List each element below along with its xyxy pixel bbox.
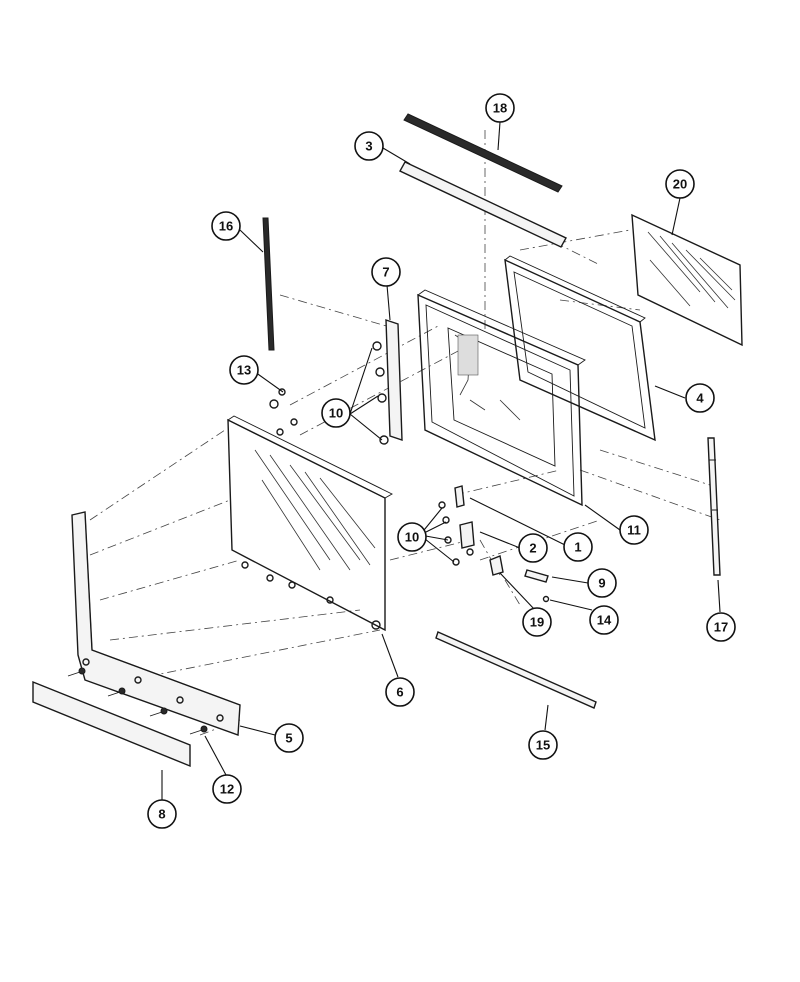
svg-text:16: 16 xyxy=(219,219,233,234)
callout-6: 6 xyxy=(385,677,415,707)
hinge-hardware xyxy=(438,485,550,603)
callout-16: 16 xyxy=(211,211,241,241)
svg-text:10: 10 xyxy=(329,406,343,421)
alignment-lines xyxy=(89,130,721,736)
callout-1: 1 xyxy=(563,532,593,562)
svg-text:5: 5 xyxy=(285,731,292,746)
callout-15: 15 xyxy=(528,730,558,760)
part-3-insulation-strip xyxy=(399,161,567,248)
svg-text:12: 12 xyxy=(220,782,234,797)
svg-text:8: 8 xyxy=(158,807,165,822)
svg-text:6: 6 xyxy=(396,685,403,700)
callout-13: 13 xyxy=(229,355,259,385)
leader-lines xyxy=(161,121,721,800)
callout-8: 8 xyxy=(147,799,177,829)
callout-2: 2 xyxy=(518,533,548,563)
svg-text:14: 14 xyxy=(597,613,612,628)
svg-text:18: 18 xyxy=(493,101,507,116)
part-18-top-trim xyxy=(403,113,563,193)
callout-10-lower: 10 xyxy=(397,522,427,552)
callout-5: 5 xyxy=(274,723,304,753)
svg-text:7: 7 xyxy=(382,265,389,280)
callout-11: 11 xyxy=(619,515,649,545)
svg-text:20: 20 xyxy=(673,177,687,192)
part-8-bottom-trim xyxy=(32,680,191,768)
callout-10-upper: 10 xyxy=(321,398,351,428)
svg-text:3: 3 xyxy=(365,139,372,154)
svg-text:11: 11 xyxy=(627,523,641,538)
part-7-hinge-bracket xyxy=(372,319,403,445)
callout-12: 12 xyxy=(212,774,242,804)
part-15-bottom-strip xyxy=(435,631,597,709)
svg-text:2: 2 xyxy=(529,541,536,556)
part-4-glass-frame xyxy=(504,255,656,442)
svg-text:4: 4 xyxy=(696,391,704,406)
callout-4: 4 xyxy=(685,383,715,413)
svg-text:9: 9 xyxy=(598,576,605,591)
svg-text:10: 10 xyxy=(405,530,419,545)
svg-text:17: 17 xyxy=(714,620,728,635)
callout-14: 14 xyxy=(589,605,619,635)
callout-17: 17 xyxy=(706,612,736,642)
callout-9: 9 xyxy=(587,568,617,598)
svg-text:19: 19 xyxy=(530,615,544,630)
part-20-outer-glass xyxy=(631,213,743,347)
svg-text:15: 15 xyxy=(536,738,550,753)
callout-3: 3 xyxy=(354,131,384,161)
part-17-right-trim xyxy=(707,437,721,576)
callout-7: 7 xyxy=(371,257,401,287)
part-12-screws xyxy=(67,667,208,735)
part-6-outer-door-panel xyxy=(227,415,393,632)
part-5-door-frame xyxy=(71,511,241,736)
part-13-nuts xyxy=(269,388,298,436)
svg-text:1: 1 xyxy=(574,540,581,555)
part-11-inner-door xyxy=(417,289,586,507)
callout-18: 18 xyxy=(485,93,515,123)
svg-text:13: 13 xyxy=(237,363,251,378)
callout-19: 19 xyxy=(522,607,552,637)
callout-20: 20 xyxy=(665,169,695,199)
part-16-left-trim xyxy=(262,217,275,351)
